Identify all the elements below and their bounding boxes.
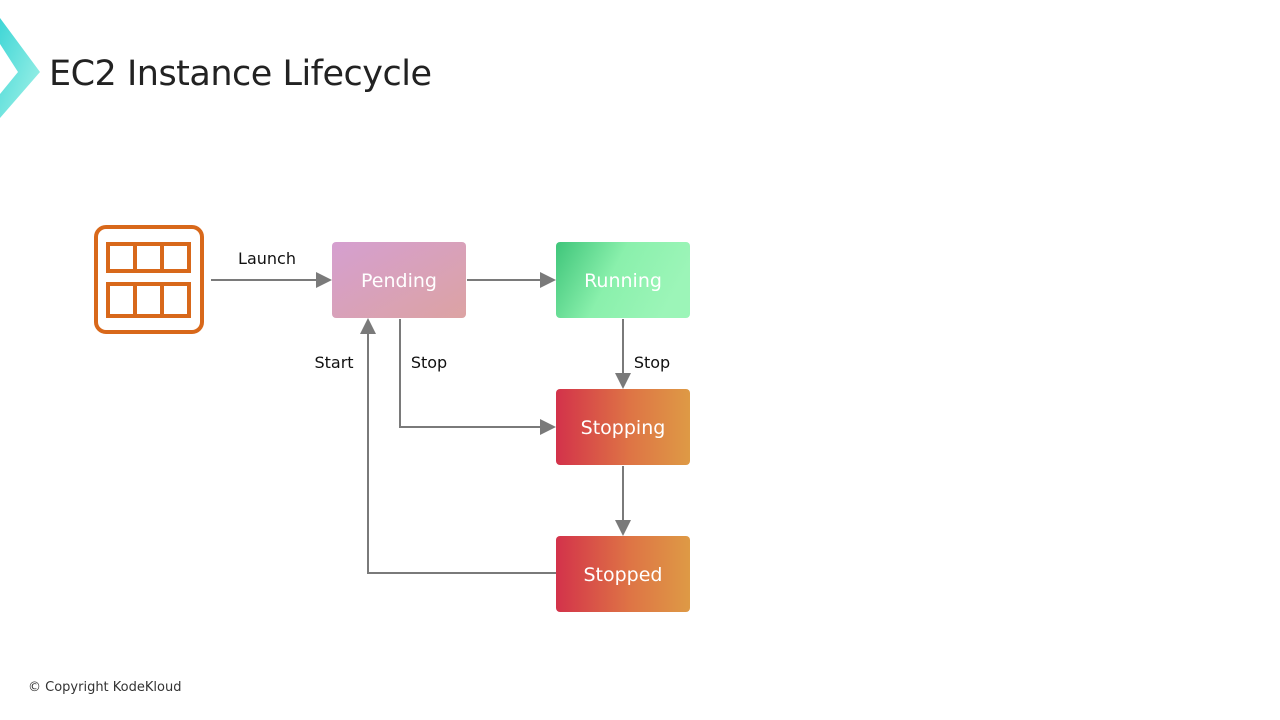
state-stopping: Stopping bbox=[556, 389, 690, 465]
state-pending: Pending bbox=[332, 242, 466, 318]
arrow-pending-stopping bbox=[399, 319, 556, 435]
copyright-text: © Copyright KodeKloud bbox=[28, 680, 182, 695]
label-launch: Launch bbox=[238, 249, 296, 268]
state-running-label: Running bbox=[584, 270, 662, 292]
label-stop-running: Stop bbox=[634, 353, 670, 372]
arrow-stopped-pending bbox=[360, 318, 556, 574]
label-stop-pending: Stop bbox=[411, 353, 447, 372]
ec2-instance-icon bbox=[94, 225, 204, 334]
brand-logo-chevron bbox=[0, 18, 40, 118]
label-start: Start bbox=[314, 353, 353, 372]
page-title: EC2 Instance Lifecycle bbox=[49, 54, 432, 94]
state-stopping-label: Stopping bbox=[581, 417, 666, 439]
state-running: Running bbox=[556, 242, 690, 318]
state-stopped: Stopped bbox=[556, 536, 690, 612]
state-pending-label: Pending bbox=[361, 270, 437, 292]
state-stopped-label: Stopped bbox=[583, 564, 662, 586]
